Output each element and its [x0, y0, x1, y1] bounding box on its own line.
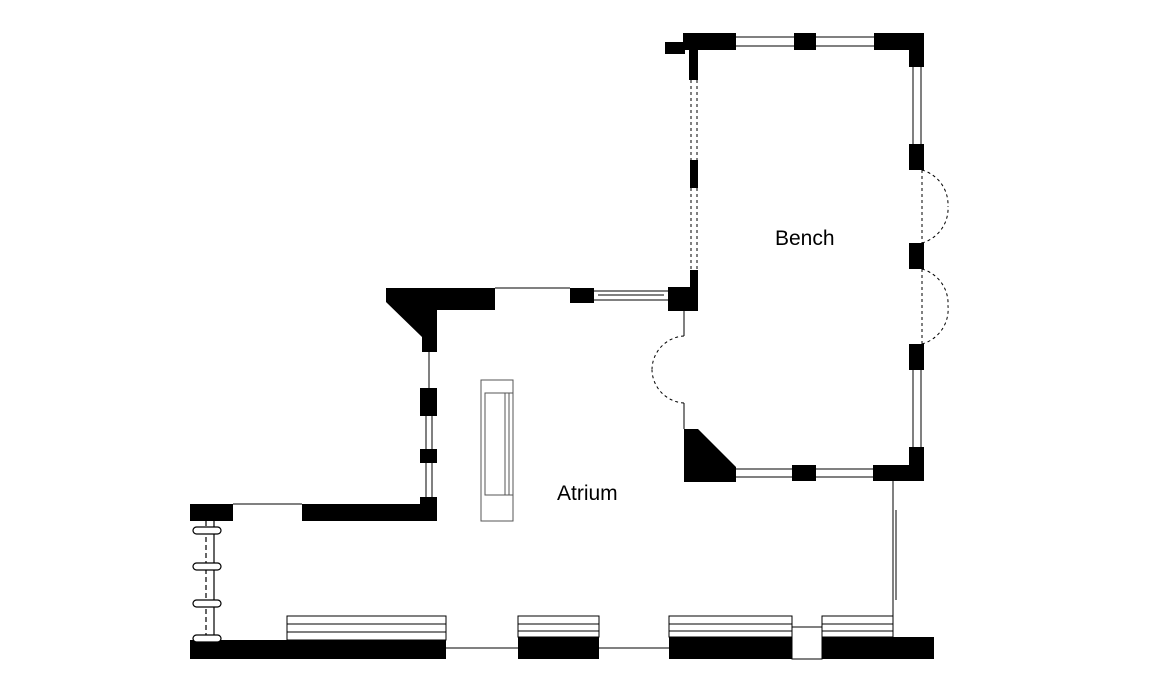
room-label-bench: Bench: [775, 227, 835, 250]
sofa-seat: [484, 392, 506, 496]
door-swing-arc: [921, 205, 949, 244]
atrium-left-entry: [192, 521, 222, 643]
wall-segment: [794, 33, 816, 50]
wall-segment: [190, 504, 233, 521]
room-label-atrium: Atrium: [557, 482, 618, 505]
bench-left-glazing: [690, 80, 698, 270]
entry-post: [192, 599, 222, 608]
column-box: [791, 626, 823, 660]
bench-counter: [517, 615, 600, 638]
atrium-sofa: [480, 379, 514, 522]
bench-windows: [736, 36, 922, 478]
wall-segment: [873, 465, 924, 481]
wall-segment: [302, 504, 437, 521]
wall-segment: [420, 449, 437, 463]
door-swing-arc: [651, 369, 685, 404]
wall-segment: [190, 640, 446, 659]
wall-segment: [690, 270, 698, 288]
bottom-benches: [286, 615, 894, 641]
door-swing-arc: [651, 335, 685, 371]
wall-segment: [570, 288, 594, 303]
atrium-walls: [190, 288, 934, 659]
wall-segment: [792, 465, 816, 481]
wall-corner-chamfer: [684, 429, 736, 482]
atrium-lines: [233, 287, 897, 660]
sofa-outline: [480, 379, 514, 522]
entry-post: [192, 634, 222, 643]
entry-post: [192, 526, 222, 535]
wall-corner-chamfer: [386, 288, 495, 352]
wall-segment: [669, 637, 792, 659]
wall-segment: [668, 287, 698, 311]
door-swing-arc: [921, 268, 949, 307]
wall-segment: [909, 144, 924, 170]
door-swing-arc: [921, 169, 949, 207]
entry-post: [192, 562, 222, 571]
wall-segment: [665, 42, 685, 54]
wall-segment: [690, 160, 698, 188]
wall-segment: [909, 344, 924, 370]
atrium-bench-double-doors: [651, 311, 685, 429]
wall-segment: [518, 637, 599, 659]
bench-counter: [821, 615, 894, 638]
wall-segment: [420, 388, 437, 416]
wall-segment: [822, 637, 934, 659]
bench-counter: [286, 615, 447, 641]
door-swing-arc: [921, 305, 949, 345]
bench-double-doors: [921, 169, 949, 345]
bench-counter: [668, 615, 793, 638]
wall-segment: [909, 33, 924, 67]
wall-segment: [909, 243, 924, 269]
wall-segment: [689, 42, 698, 80]
bench-room-walls: [665, 33, 924, 482]
